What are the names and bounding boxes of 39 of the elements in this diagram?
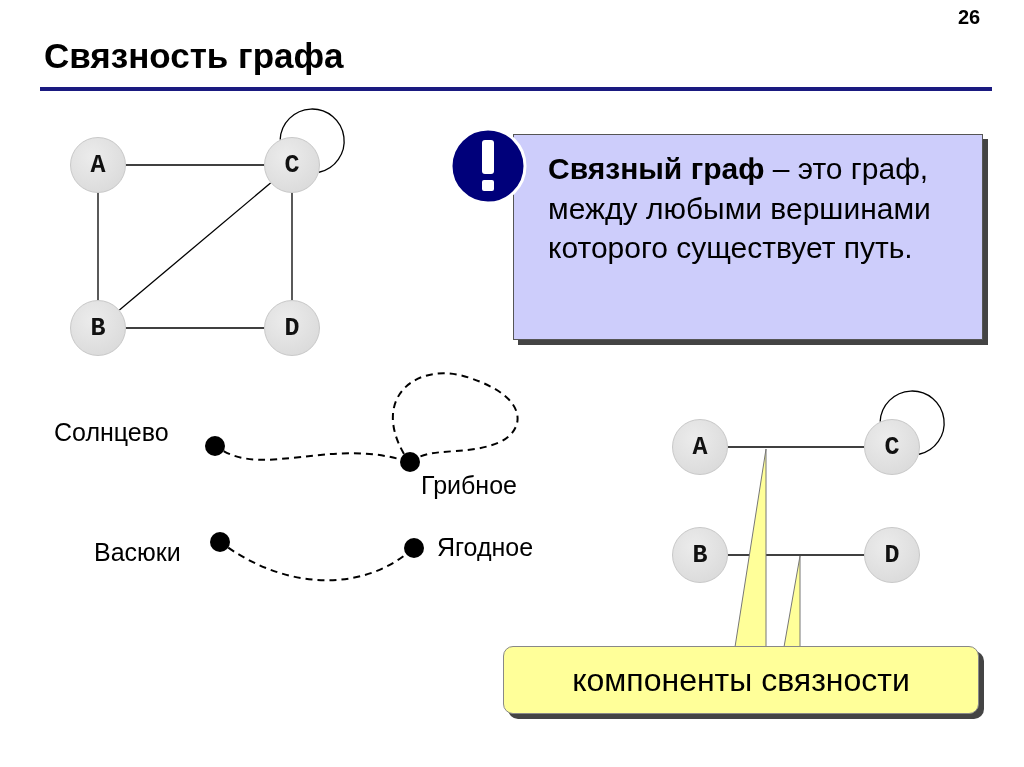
graph-edge <box>125 164 265 166</box>
vertex-circle <box>864 527 920 583</box>
city-name: Васюки <box>94 538 181 567</box>
city-dot <box>400 452 420 472</box>
vertex-label: B <box>692 540 708 570</box>
loop-edge <box>391 372 519 458</box>
vertex-circle <box>672 419 728 475</box>
vertex-label: D <box>284 313 300 343</box>
graph-edge <box>291 192 293 301</box>
callout-pointer <box>734 448 767 648</box>
vertex-label: C <box>284 150 300 180</box>
graph-edge <box>727 446 865 448</box>
graph-edge <box>125 327 265 329</box>
vertex-label: A <box>90 150 106 180</box>
slide-title: Связность графа <box>44 36 344 76</box>
vertex-circle <box>672 527 728 583</box>
page-number: 26 <box>958 6 981 29</box>
vertex-circle <box>864 419 920 475</box>
callout-text: компоненты связности <box>572 661 910 699</box>
city-dot <box>404 538 424 558</box>
vertex-label: A <box>692 432 708 462</box>
city-dot <box>210 532 230 552</box>
city-name: Солнцево <box>54 418 169 447</box>
definition-text: Связный граф – это граф, между любыми вершинами которого существует путь. <box>548 151 932 267</box>
city-dot <box>205 436 225 456</box>
callout-pointer <box>783 555 801 648</box>
vertex-label: D <box>884 540 900 570</box>
vertex-label: C <box>884 432 900 462</box>
graph-edge <box>97 192 99 301</box>
loop-edge <box>279 108 345 173</box>
vertex-circle <box>70 300 126 356</box>
graph-edge <box>118 182 272 311</box>
city-name: Грибное <box>421 471 517 500</box>
vertex-circle <box>70 137 126 193</box>
loop-edge <box>879 390 945 455</box>
vertex-circle <box>264 300 320 356</box>
city-name: Ягодное <box>437 533 534 562</box>
vertex-label: B <box>90 313 106 343</box>
vertex-circle <box>264 137 320 193</box>
